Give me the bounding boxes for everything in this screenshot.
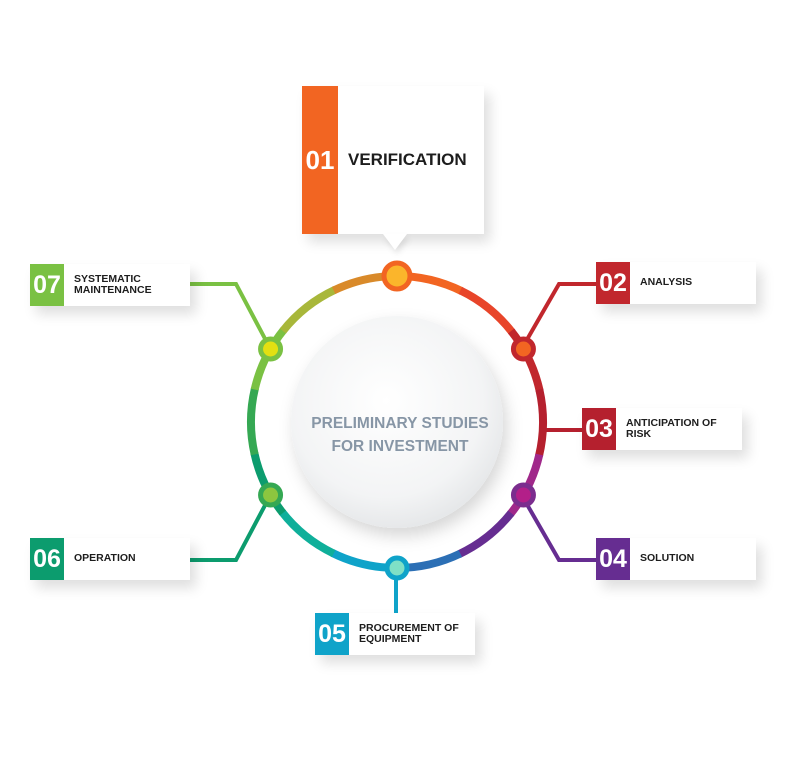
ring-segment — [458, 286, 516, 335]
step-number-01: 01 — [302, 86, 338, 234]
node-dot-1 — [381, 260, 413, 292]
step-label-03: ANTICIPATION OF RISK — [626, 416, 717, 440]
connector-02 — [519, 282, 597, 351]
step-label-07: SYSTEMATIC MAINTENANCE — [74, 272, 152, 296]
card-01-pointer — [383, 234, 407, 250]
step-label-04: SOLUTION — [640, 552, 695, 565]
step-label-01: VERIFICATION — [348, 150, 467, 170]
step-number-04: 04 — [596, 538, 630, 580]
step-card-06: 06 OPERATION — [30, 538, 190, 580]
step-card-07: 07 SYSTEMATIC MAINTENANCE — [30, 264, 190, 306]
center-title-line1: PRELIMINARY STUDIES — [311, 415, 489, 432]
step-label-06: OPERATION — [74, 552, 136, 565]
center-title: PRELIMINARY STUDIES FOR INVESTMENT — [300, 412, 500, 458]
ring-segment — [457, 510, 515, 558]
step-number-07: 07 — [30, 264, 64, 306]
node-dot-4 — [384, 555, 410, 581]
node-group — [258, 260, 536, 581]
connector-07 — [190, 282, 273, 351]
step-card-02: 02 ANALYSIS — [596, 262, 756, 304]
ring-segment — [278, 509, 336, 558]
step-number-05: 05 — [315, 613, 349, 655]
step-card-01: 01 VERIFICATION — [302, 86, 484, 234]
ring-segment — [247, 387, 259, 456]
node-dot-5 — [258, 482, 284, 508]
step-number-03: 03 — [582, 408, 616, 450]
node-dot-2 — [510, 336, 536, 362]
step-card-04: 04 SOLUTION — [596, 538, 756, 580]
center-circle — [291, 316, 503, 528]
step-card-05: 05 PROCUREMENT OF EQUIPMENT — [315, 613, 475, 655]
ring-segment — [535, 388, 547, 457]
center-title-line2: FOR INVESTMENT — [331, 438, 469, 455]
step-number-06: 06 — [30, 538, 64, 580]
step-number-02: 02 — [596, 262, 630, 304]
connector-06 — [190, 493, 273, 562]
ring-segment — [279, 286, 337, 334]
node-dot-3 — [510, 482, 536, 508]
connector-04 — [519, 493, 597, 562]
step-label-02: ANALYSIS — [640, 276, 693, 289]
step-label-05: PROCUREMENT OF EQUIPMENT — [359, 621, 459, 645]
step-card-03: 03 ANTICIPATION OF RISK — [582, 408, 742, 450]
node-dot-6 — [258, 336, 284, 362]
